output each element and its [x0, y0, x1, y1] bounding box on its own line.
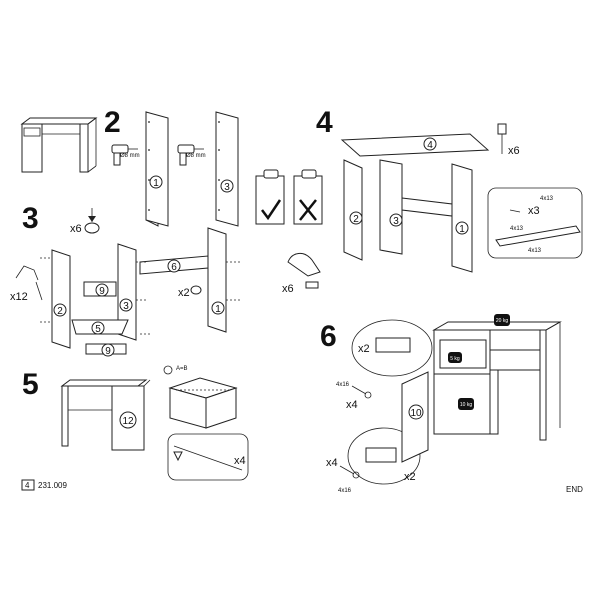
step-4-frame: 2 3 1 — [343, 159, 473, 273]
screw-size-label: 4x16 — [336, 382, 350, 388]
qty-x4: x4 — [326, 457, 338, 469]
qty-x2: x2 — [404, 471, 416, 483]
qty-x6: x6 — [70, 223, 82, 235]
screw-size-label: 4x16 — [338, 488, 352, 494]
screw-icon — [339, 465, 360, 479]
qty-x4: x4 — [346, 399, 358, 411]
svg-text:5 kg: 5 kg — [450, 356, 460, 362]
page-footer: 4 231.009 END — [21, 479, 583, 494]
part-9-label: 9 — [99, 286, 105, 297]
qty-x12: x12 — [10, 291, 28, 303]
part-2-label: 2 — [353, 214, 359, 225]
finished-desk — [432, 321, 562, 441]
drill-icon — [177, 144, 204, 166]
step-5-number: 5 — [22, 368, 39, 401]
part-3-label: 3 — [393, 216, 399, 227]
qty-x3: x3 — [528, 205, 540, 217]
part-1-label: 1 — [153, 178, 159, 189]
part-9-label: 9 — [105, 346, 111, 357]
step-3-horizontal-parts: 6 9 5 9 — [71, 255, 209, 357]
part-5-label: 5 — [95, 324, 101, 335]
screwdriver-icon — [15, 265, 43, 301]
diagonal-measure-box — [168, 377, 238, 429]
svg-text:20 kg: 20 kg — [496, 318, 508, 324]
hammer-icon — [287, 253, 321, 289]
screw-icon — [351, 385, 372, 399]
drill-correct-wrong-detail — [255, 169, 323, 225]
drill-size-label: Ø8 mm — [120, 153, 140, 159]
part-10-label: 10 — [410, 408, 422, 419]
screw-size-label: 4x13 — [528, 248, 542, 254]
step-4-number: 4 — [316, 106, 333, 139]
part-6-label: 6 — [171, 262, 177, 273]
screw-size-label: 4x13 — [510, 226, 524, 232]
hinge-detail — [347, 427, 421, 485]
weight-10kg-badge: 10 kg — [458, 398, 474, 410]
end-label: END — [566, 485, 583, 494]
part-4-label: 4 — [427, 140, 433, 151]
hinge-detail — [351, 319, 433, 377]
part-3-label: 3 — [123, 301, 129, 312]
qty-x2: x2 — [358, 343, 370, 355]
ab-label: A=B — [176, 366, 188, 372]
step-4-top-panel: 4 — [340, 133, 490, 157]
desk-overview-illustration — [20, 117, 98, 173]
page-number: 4 — [25, 481, 30, 490]
weight-5kg-badge: 5 kg — [448, 352, 462, 363]
qty-x6: x6 — [282, 283, 294, 295]
part-1-label: 1 — [215, 304, 221, 315]
part-2-label: 2 — [57, 306, 63, 317]
part-3-label: 3 — [224, 182, 230, 193]
step-3-side-panels: 2 3 1 — [51, 227, 227, 349]
drill-icon — [111, 144, 138, 166]
step-2-panels: 1 3 — [145, 111, 239, 227]
product-code: 231.009 — [38, 481, 67, 490]
part-12-label: 12 — [122, 416, 134, 427]
connector-pins — [40, 257, 240, 335]
step-6-number: 6 — [320, 320, 337, 353]
qty-x2: x2 — [178, 287, 190, 299]
part-1-label: 1 — [459, 224, 465, 235]
step-5-desk: 12 — [60, 379, 151, 451]
cam-lock-icon — [84, 208, 100, 234]
step-3-number: 3 — [22, 202, 39, 235]
dowel-icon — [497, 123, 507, 154]
step-2-number: 2 — [104, 106, 121, 139]
door-panel: 10 — [401, 371, 429, 463]
qty-x4: x4 — [234, 455, 246, 467]
dowel-icon — [190, 285, 202, 295]
back-panel-nailing-detail — [167, 433, 249, 481]
magnifier-icon — [163, 365, 173, 375]
svg-text:10 kg: 10 kg — [460, 402, 472, 408]
screw-size-label: 4x13 — [540, 196, 554, 202]
drawer-runner-detail — [487, 187, 583, 259]
weight-20kg-badge: 20 kg — [494, 314, 510, 326]
drill-size-label: Ø8 mm — [186, 153, 206, 159]
qty-x6: x6 — [508, 145, 520, 157]
